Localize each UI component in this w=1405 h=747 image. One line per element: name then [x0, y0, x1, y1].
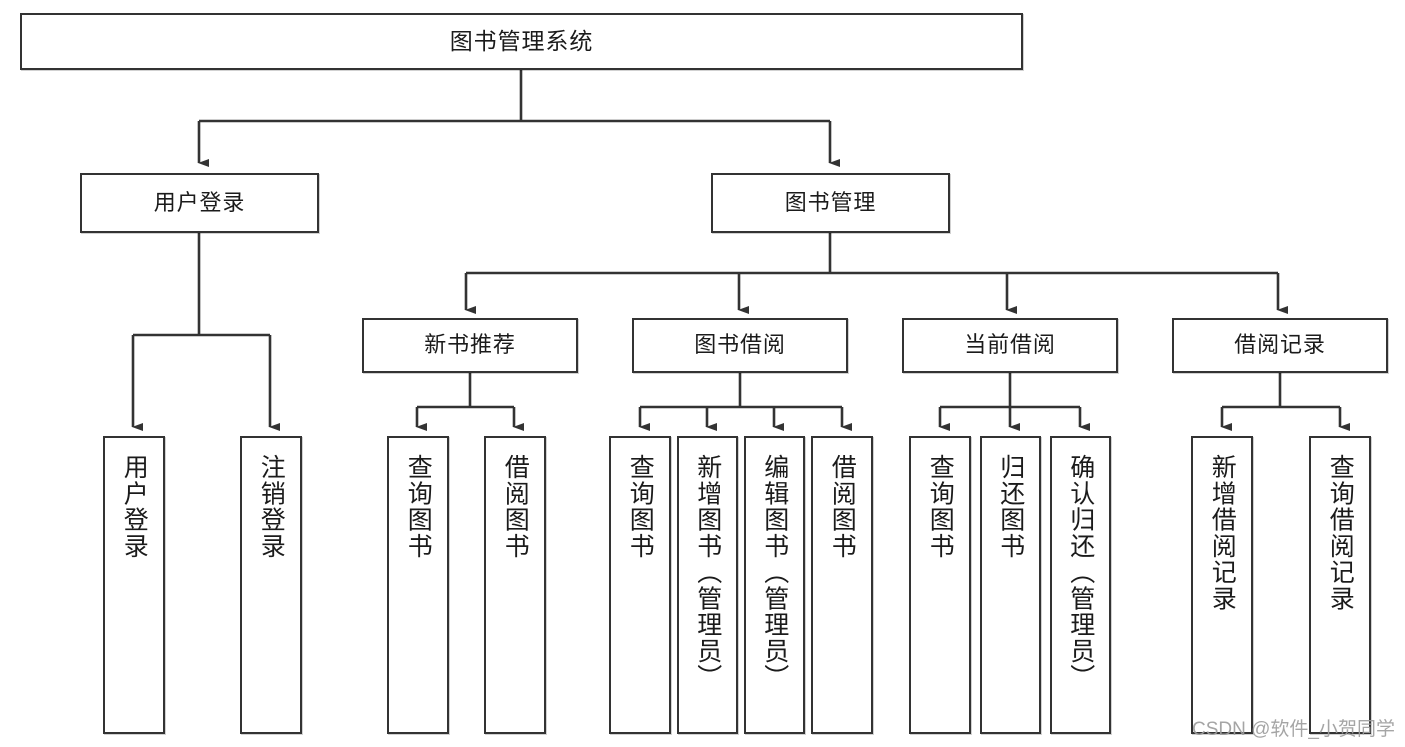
- node-label: 用户登录: [120, 454, 149, 559]
- node-label: 新书推荐: [424, 332, 516, 358]
- leaf-user-login[interactable]: 用户登录: [103, 436, 165, 734]
- leaf-borrow-book-recommend[interactable]: 借阅图书: [484, 436, 546, 734]
- node-book-borrow[interactable]: 图书借阅: [632, 318, 848, 373]
- node-label: 当前借阅: [964, 332, 1056, 358]
- leaf-query-borrow-record[interactable]: 查询借阅记录: [1309, 436, 1371, 734]
- leaf-query-book-borrow[interactable]: 查询图书: [609, 436, 671, 734]
- leaf-logout[interactable]: 注销登录: [240, 436, 302, 734]
- leaf-add-book-admin[interactable]: 新增图书（管理员）: [677, 436, 738, 734]
- node-borrow-record[interactable]: 借阅记录: [1172, 318, 1388, 373]
- node-book-management[interactable]: 图书管理: [711, 173, 950, 233]
- node-root-book-management-system[interactable]: 图书管理系统: [20, 13, 1023, 70]
- leaf-edit-book-admin[interactable]: 编辑图书（管理员）: [744, 436, 805, 734]
- node-label: 图书管理: [784, 189, 877, 215]
- node-label: 查询图书: [404, 454, 433, 559]
- leaf-return-book[interactable]: 归还图书: [980, 436, 1041, 734]
- node-label: 新增借阅记录: [1208, 454, 1237, 612]
- node-label: 借阅图书: [828, 454, 857, 559]
- node-current-borrow[interactable]: 当前借阅: [902, 318, 1118, 373]
- node-label: 用户登录: [153, 189, 246, 215]
- node-label: 查询图书: [926, 454, 955, 559]
- leaf-borrow-book[interactable]: 借阅图书: [811, 436, 873, 734]
- leaf-query-book-current[interactable]: 查询图书: [909, 436, 971, 734]
- node-label: 查询借阅记录: [1326, 454, 1355, 612]
- leaf-add-borrow-record[interactable]: 新增借阅记录: [1191, 436, 1253, 734]
- node-label: 确认归还（管理员）: [1066, 454, 1095, 691]
- node-label: 图书管理系统: [449, 27, 594, 54]
- node-label: 借阅图书: [501, 454, 530, 559]
- node-label: 图书借阅: [694, 332, 786, 358]
- node-label: 编辑图书（管理员）: [760, 454, 789, 691]
- leaf-query-book-recommend[interactable]: 查询图书: [387, 436, 449, 734]
- node-label: 借阅记录: [1234, 332, 1326, 358]
- node-new-book-recommend[interactable]: 新书推荐: [362, 318, 578, 373]
- node-label: 新增图书（管理员）: [693, 454, 722, 691]
- node-user-login[interactable]: 用户登录: [80, 173, 319, 233]
- leaf-confirm-return-admin[interactable]: 确认归还（管理员）: [1050, 436, 1111, 734]
- node-label: 归还图书: [996, 454, 1025, 559]
- node-label: 注销登录: [257, 454, 286, 559]
- node-label: 查询图书: [626, 454, 655, 559]
